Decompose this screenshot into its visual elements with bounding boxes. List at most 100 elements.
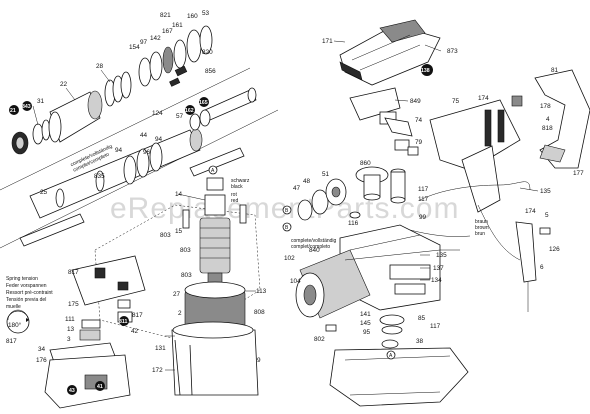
lower-housing bbox=[325, 314, 469, 407]
label-873: 873 bbox=[447, 48, 458, 55]
label-38: 38 bbox=[416, 338, 424, 345]
label-135a: 135 bbox=[540, 188, 551, 195]
part-number-labels: 821 160 53 161 167 142 97 154 28 820 856… bbox=[6, 10, 584, 374]
label-4: 4 bbox=[546, 116, 550, 123]
marker-A-bottom: A bbox=[389, 353, 393, 359]
label-856: 856 bbox=[205, 68, 216, 75]
reference-markers: A A B B bbox=[208, 165, 396, 360]
spring-tension-detail bbox=[6, 309, 30, 334]
cover-38 bbox=[329, 347, 469, 407]
label-860: 860 bbox=[360, 160, 371, 167]
label-131: 131 bbox=[155, 345, 166, 352]
label-117c: 117 bbox=[430, 323, 441, 330]
armature-group bbox=[182, 177, 247, 297]
label-171: 171 bbox=[322, 38, 333, 45]
switch-assembly bbox=[44, 255, 146, 409]
brush-holder bbox=[204, 194, 226, 216]
note-spring-1: Spring tension bbox=[6, 276, 38, 282]
label-817-spring: 817 bbox=[6, 338, 17, 345]
label-174b: 174 bbox=[525, 208, 536, 215]
label-803b: 803 bbox=[180, 247, 191, 254]
label-808: 808 bbox=[254, 309, 265, 316]
badge-41: 41 bbox=[97, 384, 103, 390]
label-48: 48 bbox=[303, 178, 311, 185]
gear-train bbox=[297, 146, 419, 221]
label-161: 161 bbox=[172, 22, 183, 29]
label-178: 178 bbox=[540, 103, 551, 110]
note-brown-1: braun bbox=[475, 219, 488, 225]
note-spring-2: Feder vorspannen bbox=[6, 283, 47, 289]
label-135b: 135 bbox=[436, 252, 447, 259]
label-9: 9 bbox=[257, 357, 261, 364]
label-81: 81 bbox=[551, 67, 559, 74]
label-14: 14 bbox=[175, 191, 183, 198]
label-160: 160 bbox=[187, 13, 198, 20]
label-22: 22 bbox=[60, 81, 68, 88]
label-94b: 94 bbox=[115, 147, 123, 154]
label-42: 42 bbox=[131, 328, 139, 335]
label-849: 849 bbox=[410, 98, 421, 105]
gear-94 bbox=[123, 155, 137, 185]
marker-B-right: B bbox=[285, 225, 289, 231]
label-141: 141 bbox=[360, 311, 371, 318]
label-154: 154 bbox=[129, 44, 140, 51]
bracket-849 bbox=[349, 87, 401, 121]
label-75: 75 bbox=[452, 98, 460, 105]
marker-A-top: A bbox=[211, 168, 215, 174]
label-840: 840 bbox=[309, 247, 320, 254]
label-85: 85 bbox=[418, 315, 426, 322]
label-94: 94 bbox=[155, 136, 163, 143]
badge-165: 165 bbox=[199, 100, 208, 106]
label-177: 177 bbox=[573, 170, 584, 177]
top-cover-assembly bbox=[339, 19, 441, 151]
motor-housing bbox=[165, 281, 259, 396]
badge-138: 138 bbox=[421, 68, 430, 74]
note-schwarz-1: schwarz bbox=[231, 178, 250, 184]
label-97: 97 bbox=[140, 39, 148, 46]
label-803c: 803 bbox=[181, 272, 192, 279]
note-spring-5: muelle bbox=[6, 304, 21, 310]
label-111: 111 bbox=[65, 316, 75, 323]
label-174a: 174 bbox=[478, 95, 489, 102]
label-172: 172 bbox=[152, 367, 163, 374]
label-13: 13 bbox=[67, 326, 75, 333]
label-34: 34 bbox=[38, 346, 46, 353]
label-5: 5 bbox=[545, 212, 549, 219]
label-817a: 817 bbox=[68, 269, 79, 276]
label-821: 821 bbox=[160, 12, 171, 19]
label-102: 102 bbox=[284, 255, 295, 262]
label-117a: 117 bbox=[418, 186, 429, 193]
label-96: 96 bbox=[143, 149, 151, 156]
label-99: 99 bbox=[419, 214, 427, 221]
housing-9 bbox=[171, 329, 259, 396]
note-rot-1: rot bbox=[231, 192, 237, 198]
note-spring-3: Ressort pré-contraint bbox=[6, 290, 53, 296]
handle-assembly bbox=[409, 69, 590, 312]
label-175: 175 bbox=[68, 301, 79, 308]
label-134: 134 bbox=[431, 277, 442, 284]
label-95: 95 bbox=[363, 329, 371, 336]
label-74: 74 bbox=[415, 117, 423, 124]
brush-plate-42 bbox=[71, 255, 146, 306]
note-rot-2: red bbox=[231, 198, 238, 204]
gear-housing-840 bbox=[295, 224, 441, 319]
badges: 21 843 162 165 811 41 43 138 bbox=[9, 64, 433, 395]
cord-6 bbox=[515, 221, 537, 283]
label-803a: 803 bbox=[160, 232, 171, 239]
label-25: 25 bbox=[40, 189, 48, 196]
label-2: 2 bbox=[178, 310, 182, 317]
label-126: 126 bbox=[549, 246, 560, 253]
marker-B-left: B bbox=[285, 208, 289, 214]
label-27: 27 bbox=[173, 291, 181, 298]
label-53: 53 bbox=[202, 10, 210, 17]
label-28: 28 bbox=[96, 63, 104, 70]
armature-15 bbox=[199, 217, 231, 274]
label-44: 44 bbox=[140, 132, 148, 139]
label-31: 31 bbox=[37, 98, 45, 105]
label-79: 79 bbox=[415, 139, 423, 146]
label-116: 116 bbox=[348, 220, 359, 227]
note-spring-4: Tensión previa del bbox=[6, 297, 46, 303]
label-15: 15 bbox=[175, 228, 183, 235]
label-3: 3 bbox=[67, 336, 71, 343]
